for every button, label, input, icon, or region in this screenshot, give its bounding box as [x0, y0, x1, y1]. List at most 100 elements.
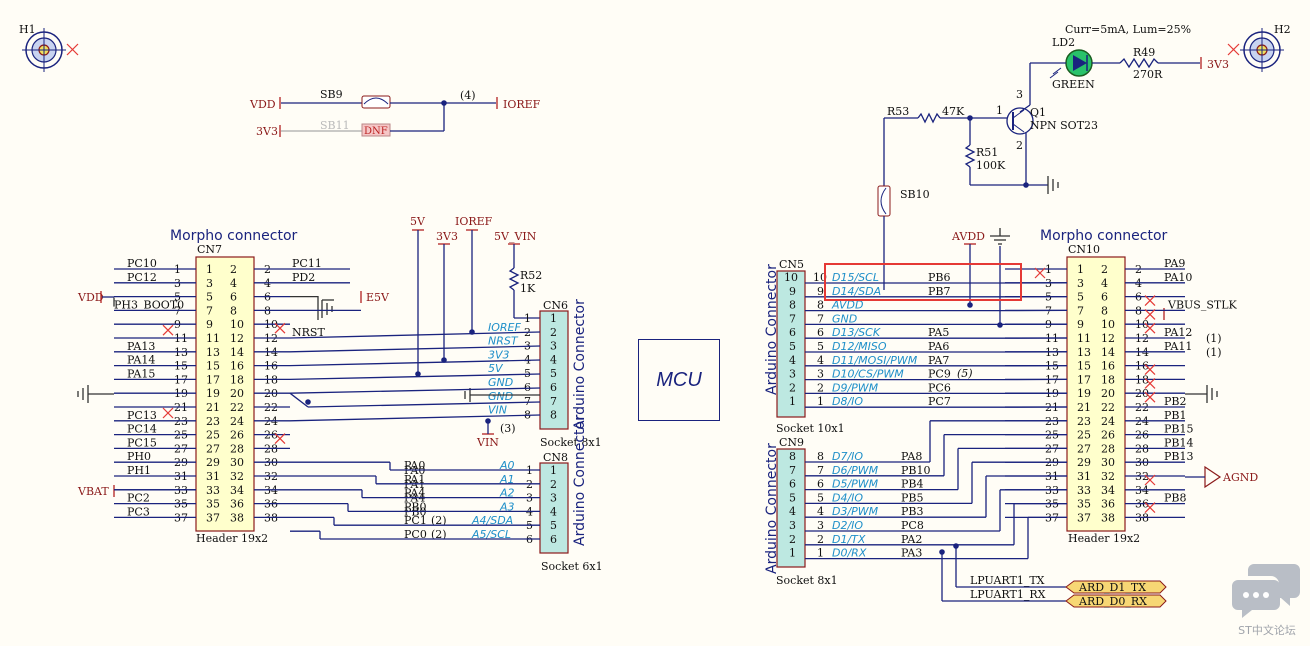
pin-number: 34 [230, 484, 244, 497]
pin-number: 32 [1101, 470, 1115, 483]
arduino-signal-label: D11/MOSI/PWM [832, 354, 918, 367]
pin-number: 25 [1077, 429, 1091, 442]
pin-number: 14 [230, 346, 244, 359]
pin-number: 2 [817, 381, 824, 394]
pin-number: 8 [1101, 304, 1108, 317]
mounting-hole-h1: H1 [19, 23, 79, 72]
svg-text:Arduino Connector: Arduino Connector [764, 443, 780, 574]
pin-number: 2 [230, 263, 237, 276]
junction-dot [305, 399, 311, 405]
net-label: PC10 [127, 257, 157, 270]
arduino-signal-label: D3/PWM [832, 505, 879, 518]
pin-number: 6 [817, 326, 824, 339]
pin-number: 5 [1077, 291, 1084, 304]
no-connect-mark [162, 324, 174, 336]
svg-text:AGND: AGND [1222, 471, 1258, 484]
pin-number: 6 [789, 326, 796, 339]
svg-text:CN10: CN10 [1068, 243, 1100, 256]
cn6-power-rails: 5V 3V3 IOREF 5V_VIN R52 1K CN6 VIN (3) [410, 215, 568, 449]
pin-number: 23 [1077, 415, 1091, 428]
svg-text:R52: R52 [520, 269, 542, 282]
pin-number: 2 [789, 381, 796, 394]
svg-text:ARD_D1_TX: ARD_D1_TX [1078, 581, 1146, 594]
arduino-signal-label: GND [488, 390, 513, 403]
net-label: PA12 [1164, 326, 1192, 339]
no-connect-mark [1144, 364, 1156, 376]
arduino-signal-label: D5/PWM [832, 478, 879, 491]
net-label: PC3 [127, 505, 150, 518]
arduino-signal-label: D6/PWM [832, 464, 879, 477]
pin-number: 19 [206, 387, 220, 400]
pin-number: 20 [230, 387, 244, 400]
svg-text:3V3: 3V3 [436, 230, 458, 243]
no-connect-mark [274, 322, 286, 334]
net-label: PB8 [1164, 492, 1186, 505]
svg-text:E5V: E5V [366, 291, 390, 304]
net-label: PD2 [292, 271, 315, 284]
net-label: PB6 [928, 271, 950, 284]
pin-number: 13 [1077, 346, 1091, 359]
pin-number: 1 [524, 312, 531, 325]
pin-number: 5 [550, 367, 557, 380]
cn5-power-symbols: AVDD [951, 228, 1010, 328]
net-label: PC13 [127, 409, 157, 422]
arduino-signal-label: 3V3 [488, 348, 510, 361]
mcu-block: MCU [638, 339, 720, 421]
net-label: PC15 [127, 436, 157, 449]
no-connect-mark [1144, 391, 1156, 403]
no-connect-mark [274, 433, 286, 445]
pin-number: 4 [789, 354, 796, 367]
cn7-net-labels: PC10PC12PH3_BOOT0PA13PA14PA15PC13PC14PC1… [114, 257, 426, 518]
pin-number: 1 [789, 395, 796, 408]
pin-number: 30 [1101, 456, 1115, 469]
cn8-signal-labels: A0PA0A1PA1A2PA4A3PB0A4/SDAPC1(2)A5/SCLPC… [404, 459, 515, 541]
pin-number: 8 [789, 450, 796, 463]
svg-text:Curr=5mA, Lum=25%: Curr=5mA, Lum=25% [1065, 23, 1191, 36]
pin-number: 9 [1077, 318, 1084, 331]
pin-number: 32 [230, 470, 244, 483]
net-label: PH0 [127, 450, 151, 463]
svg-text:CN6: CN6 [543, 299, 568, 312]
pin-number: 5 [550, 519, 557, 532]
pin-number: 1 [789, 547, 796, 560]
net-label: PB15 [1164, 423, 1193, 436]
arduino-signal-label: D15/SCL [832, 271, 879, 284]
net-label: PA3 [901, 547, 922, 560]
pin-number: 4 [789, 505, 796, 518]
net-label: PB5 [901, 491, 923, 504]
svg-text:1: 1 [996, 104, 1003, 117]
svg-text:CN9: CN9 [779, 436, 804, 449]
svg-text:GREEN: GREEN [1052, 78, 1095, 91]
pin-number: 6 [524, 381, 531, 394]
pin-number: 8 [230, 304, 237, 317]
arduino-signal-label: A5/SCL [471, 528, 511, 541]
svg-text:AVDD: AVDD [951, 230, 985, 243]
pin-number: 38 [1101, 511, 1115, 524]
cn10-net-labels: PA9PA10VBUS_STLKPA12PA11PB2PB1PB15PB14PB… [1164, 257, 1238, 505]
pin-number: 7 [789, 312, 796, 325]
net-label: PB4 [901, 478, 923, 491]
pin-number: 9 [206, 318, 213, 331]
net-label: PA14 [127, 354, 155, 367]
svg-text:CN8: CN8 [543, 451, 568, 464]
pin-number: 4 [550, 353, 557, 366]
pin-number: 38 [230, 511, 244, 524]
pin-number: 10 [230, 318, 244, 331]
pin-number: 3 [817, 519, 824, 532]
svg-text:DNF: DNF [364, 126, 388, 137]
net-label: PC2 [127, 492, 150, 505]
pin-number: 27 [1077, 442, 1091, 455]
svg-text:LPUART1_TX: LPUART1_TX [970, 574, 1045, 587]
pin-number: 37 [206, 511, 220, 524]
svg-text:H2: H2 [1274, 23, 1291, 36]
pin-number: 7 [524, 395, 531, 408]
svg-text:LPUART1_RX: LPUART1_RX [970, 588, 1046, 601]
net-label: PC7 [928, 395, 951, 408]
pin-number: 7 [550, 395, 557, 408]
svg-text:Morpho connector: Morpho connector [170, 228, 298, 244]
pin-number: 17 [206, 373, 220, 386]
